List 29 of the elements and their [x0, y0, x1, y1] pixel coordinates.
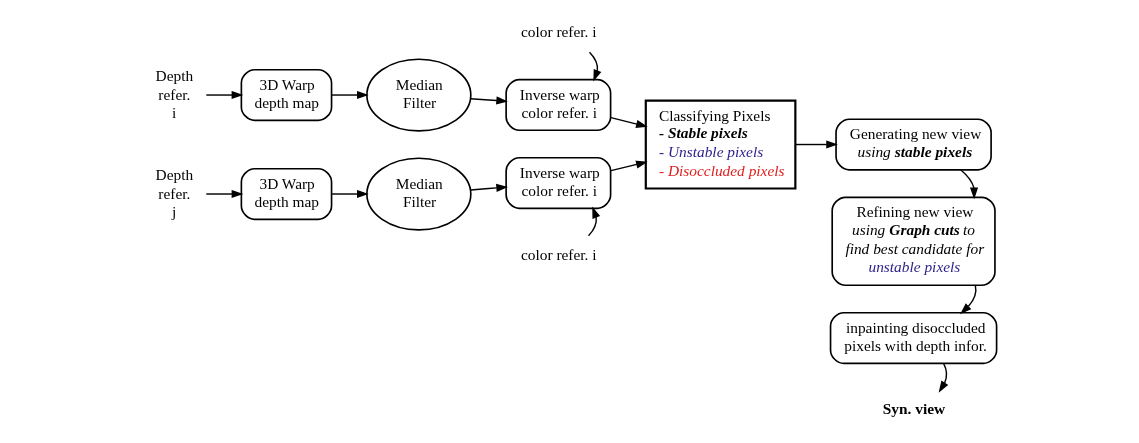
node-ellipse: Median Filter: [366, 58, 472, 132]
arrow: [610, 160, 648, 172]
arrow: [469, 183, 508, 192]
node-box: 3D Warp depth map: [240, 68, 333, 122]
node-box: Inverse warp color refer. i: [505, 78, 612, 132]
node-text: color refer. i: [520, 246, 597, 264]
node-box: 3D Warp depth map: [240, 167, 333, 221]
node-box: inpainting disoccluded pixels with depth infor.: [829, 311, 998, 365]
arrow: [610, 116, 648, 128]
node-box: Refining new view using Graph cuts to find best candidate for unstable pixels: [831, 196, 996, 287]
arrow: [330, 90, 369, 100]
arrow: [960, 169, 979, 200]
arrow: [960, 284, 977, 315]
arrow: [588, 51, 602, 82]
arrow: [469, 96, 508, 105]
arrow: [205, 189, 244, 199]
node-box: Classifying Pixels - Stable pixels - Unstable pixels - Disoccluded pixels: [644, 99, 797, 190]
node-text: Depth refer. i: [155, 66, 194, 122]
arrow: [587, 206, 601, 237]
node-text: color refer. i: [520, 22, 597, 40]
node-text: Syn. view: [882, 400, 946, 418]
node-text: Depth refer. j: [155, 165, 194, 221]
arrow: [205, 90, 244, 100]
node-box: Inverse warp color refer. i: [505, 156, 612, 210]
arrow: [794, 140, 838, 149]
node-box: Generating new view using stable pixels: [835, 118, 992, 171]
node-ellipse: Median Filter: [366, 157, 472, 231]
arrow: [938, 362, 949, 393]
arrow: [330, 189, 369, 199]
